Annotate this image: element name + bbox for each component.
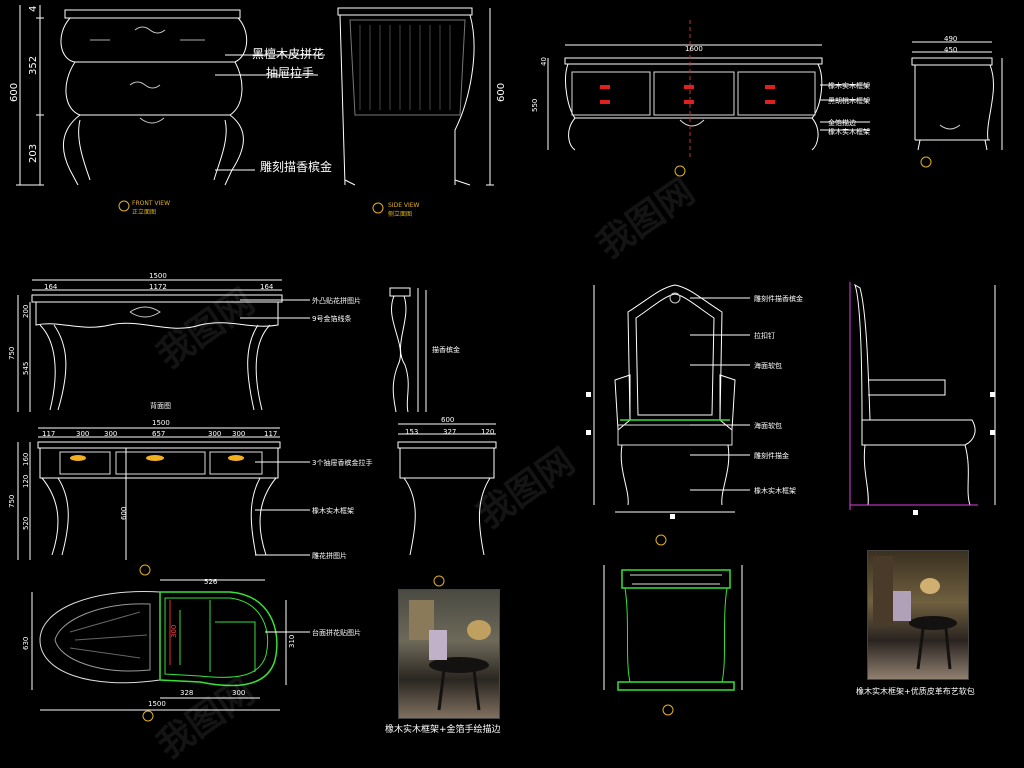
back-seg-1: 164 <box>44 283 58 291</box>
cabinet-front-view <box>60 9 248 186</box>
tv-label-4: 橡木实木框架 <box>828 128 870 136</box>
side-seg-3: 120 <box>481 428 495 436</box>
back-width: 1500 <box>149 272 167 280</box>
front-seg-5: 300 <box>208 430 222 438</box>
dim-203: 203 <box>28 143 39 163</box>
chair-label-2: 拉扣钉 <box>754 332 775 340</box>
label-ebony-veneer: 黑檀木皮拼花 <box>252 47 325 61</box>
chair-label-3: 海面软包 <box>754 362 782 370</box>
front-inner-dim: 600 <box>120 506 128 520</box>
back-seg-2: 1172 <box>149 283 167 291</box>
plan-top-dim: 526 <box>204 578 218 586</box>
tv-side-top: 490 <box>944 35 958 43</box>
back-seg-3: 164 <box>260 283 274 291</box>
front-sub-h2: 120 <box>22 474 30 488</box>
tv-left-dim-550: 550 <box>531 98 539 112</box>
cabinet-side-view <box>337 7 475 186</box>
front-sub-h1: 160 <box>22 452 30 466</box>
front-seg-3: 300 <box>104 430 118 438</box>
tv-label-3: 金箔描边 <box>828 119 856 127</box>
dim-4: 4 <box>28 5 39 12</box>
tv-width: 1600 <box>685 45 703 53</box>
chair-photo <box>867 550 969 680</box>
tv-label-1: 橡木实木框架 <box>828 82 870 90</box>
gold-pull-marks <box>70 455 244 461</box>
side-seg-2: 327 <box>443 428 457 436</box>
desk-side-profile <box>389 287 411 413</box>
plan-depth: 630 <box>22 636 30 650</box>
back-side-label: 描香槟金 <box>432 346 460 354</box>
back-sub-h1: 200 <box>22 304 30 318</box>
desk-photo <box>398 589 500 719</box>
label-carved-gold: 雕刻描香槟金 <box>260 160 333 174</box>
front-view-tag: FRONT VIEW <box>132 200 171 207</box>
photo-caption-left: 橡木实木框架+金箔手绘描边 <box>385 725 501 735</box>
photo-caption-right: 橡木实木框架+优质皮革布艺软包 <box>856 687 975 696</box>
desk-plan-view <box>39 591 278 687</box>
front-height: 750 <box>8 494 16 508</box>
front-seg-4: 657 <box>152 430 166 438</box>
desk-side-view <box>397 441 497 556</box>
front-width: 1500 <box>152 419 170 427</box>
side-seg-1: 153 <box>405 428 419 436</box>
drawer-pull-marks <box>600 85 775 104</box>
front-label-2: 橡木实木框架 <box>312 507 354 515</box>
front-seg-2: 300 <box>76 430 90 438</box>
dim-352: 352 <box>28 55 39 75</box>
chair-label-4: 海面软包 <box>754 422 782 430</box>
side-view-tag: SIDE VIEW <box>388 202 420 209</box>
side-view-subtag: 侧立面图 <box>388 211 413 218</box>
tv-left-dim-40: 40 <box>540 57 548 66</box>
plan-label: 台面拼花贴图片 <box>312 629 361 637</box>
back-sub-h2: 545 <box>22 361 30 375</box>
plan-bottom-1: 328 <box>180 689 194 697</box>
front-label-3: 雕花拼图片 <box>312 552 347 560</box>
desk-front-view <box>37 441 281 556</box>
dim-600: 600 <box>9 82 20 102</box>
tv-label-2: 黑胡桃木框架 <box>828 97 870 105</box>
plan-width: 1500 <box>148 700 166 708</box>
tv-side-inner: 450 <box>944 46 958 54</box>
side-width: 600 <box>441 416 455 424</box>
side-dim-600: 600 <box>496 82 507 102</box>
back-label-1: 外凸贴花拼图片 <box>312 297 361 305</box>
front-seg-1: 117 <box>42 430 56 438</box>
back-height: 750 <box>8 346 16 360</box>
armchair-front-view <box>614 284 736 506</box>
chair-label-6: 橡木实木框架 <box>754 487 796 495</box>
front-label-1: 3个抽屉香槟金拉手 <box>312 459 373 467</box>
plan-bottom-2: 300 <box>232 689 246 697</box>
back-caption: 背面图 <box>150 402 171 410</box>
armchair-side-view <box>854 283 976 506</box>
chair-label-5: 雕刻件描金 <box>754 452 789 460</box>
tv-cabinet-front <box>564 57 823 151</box>
desk-back-view <box>31 294 283 411</box>
plan-inner: 300 <box>170 624 178 638</box>
tv-cabinet-side <box>911 57 994 151</box>
front-seg-6: 300 <box>232 430 246 438</box>
armchair-plan-view <box>617 569 735 691</box>
front-sub-h3: 520 <box>22 516 30 530</box>
front-seg-7: 117 <box>264 430 278 438</box>
label-drawer-handle: 抽屉拉手 <box>266 66 315 80</box>
back-label-2: 9号金箔线条 <box>312 315 352 323</box>
plan-right: 310 <box>288 634 296 648</box>
chair-label-1: 雕刻件描香槟金 <box>754 295 803 303</box>
front-view-subtag: 正立面图 <box>132 209 157 216</box>
